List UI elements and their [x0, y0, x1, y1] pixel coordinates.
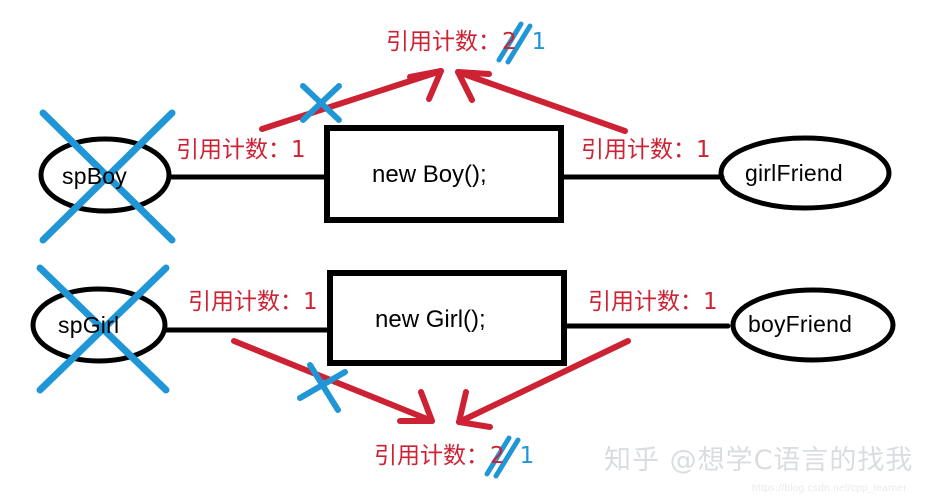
edge-label-newgirl-boyfriend-prefix: 引用计数：: [588, 289, 703, 315]
node-ellipse-girlfriend: [718, 135, 892, 211]
edge-label-spboy-newboy-prefix: 引用计数：: [176, 137, 291, 163]
blue-x-mark-top-arrow: [300, 83, 342, 123]
edge-label-newboy-girlfriend-value: 1: [696, 137, 711, 163]
edge-label-newboy-girlfriend-prefix: 引用计数：: [581, 137, 696, 163]
node-label-spboy: spBoy: [62, 163, 127, 189]
callout-boy-refcount-new: 1: [531, 29, 547, 55]
blue-x-mark-bottom-arrow: [297, 362, 348, 413]
callout-girl-refcount-new: 1: [519, 443, 535, 469]
strikeout-top-count: [496, 21, 533, 65]
arrow-spboy-release: [259, 68, 444, 132]
node-label-newgirl: new Girl();: [375, 306, 486, 333]
node-label-spgirl: spGirl: [58, 312, 120, 338]
callout-boy-refcount-prefix: 引用计数：: [386, 29, 501, 55]
arrow-girlfriend-release: [455, 69, 628, 134]
callout-boy-refcount-old: 2: [502, 29, 517, 55]
blue-x-mark-spgirl: [36, 264, 170, 394]
node-label-newboy: new Boy();: [372, 161, 487, 188]
node-box-newboy: [324, 125, 564, 223]
edge-label-spboy-newboy: 引用计数：1: [176, 139, 306, 162]
blue-x-mark-spboy: [39, 109, 176, 244]
arrow-girlfriend-release-head: [455, 69, 492, 103]
node-ellipse-boyfriend: [730, 287, 896, 363]
arrow-boyfriend-release: [456, 338, 631, 425]
node-ellipse-spgirl: [30, 286, 168, 364]
edge-label-newboy-girlfriend: 引用计数：1: [581, 139, 711, 162]
node-label-boyfriend: boyFriend: [748, 311, 853, 337]
watermark-url: https://blog.csdn.net/cpp_learner: [752, 483, 907, 494]
edge-label-spgirl-newgirl-prefix: 引用计数：: [188, 289, 303, 315]
edge-label-spgirl-newgirl-value: 1: [303, 289, 318, 315]
callout-girl-refcount-old: 2: [490, 443, 505, 469]
edge-label-spboy-newboy-value: 1: [291, 137, 306, 163]
callout-girl-refcount-prefix: 引用计数：: [374, 443, 489, 469]
arrow-spgirl-release-head: [397, 389, 435, 424]
watermark-text: 知乎 @想学C语言的找我: [604, 445, 914, 476]
arrow-boyfriend-release-head: [456, 389, 493, 430]
arrow-spboy-release-head: [407, 68, 444, 102]
node-box-newgirl: [327, 270, 567, 366]
node-label-girlfriend: girlFriend: [745, 160, 843, 186]
edge-label-newgirl-boyfriend-value: 1: [703, 289, 718, 315]
edge-label-newgirl-boyfriend: 引用计数：1: [588, 291, 718, 314]
strikeout-bottom-count: [484, 435, 521, 479]
edge-label-spgirl-newgirl: 引用计数：1: [188, 291, 318, 314]
